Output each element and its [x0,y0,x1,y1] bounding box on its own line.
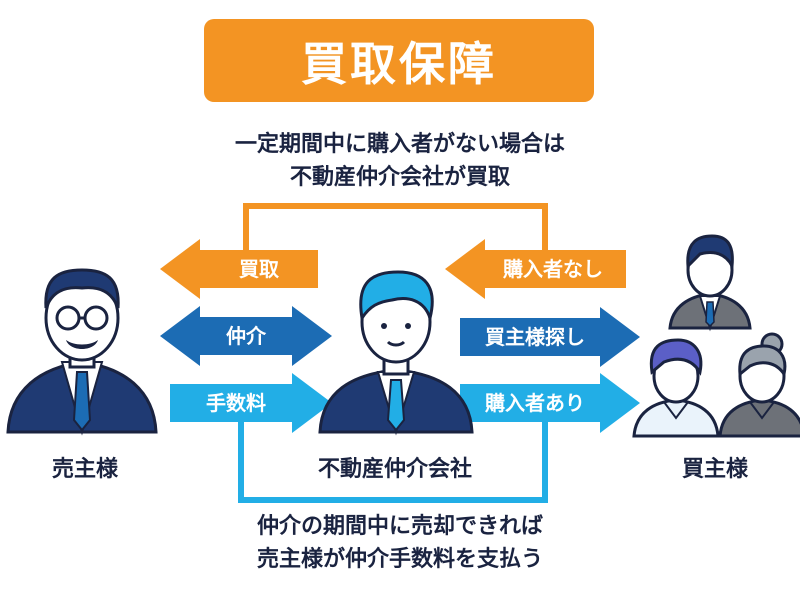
chukai-arrow [160,306,332,366]
buyer-woman-bun-icon [718,332,800,438]
sagashi-arrow-label: 買主様探し [485,325,585,349]
ari-arrow [460,373,640,433]
buyer-man-icon [668,234,752,332]
ari-arrow-label: 購入者あり [485,391,585,415]
nashi-arrow-label: 購入者なし [503,257,603,281]
note-bottom-line-1: 仲介の期間中に売却できれば [256,514,543,539]
seller-icon [6,268,158,436]
tesuryo-arrow [170,373,332,433]
agent-icon [318,270,474,436]
tesuryo-arrow-label: 手数料 [206,391,266,415]
kaitori-arrow-label: 買取 [239,257,279,281]
note-bottom-line-2: 売主様が仲介手数料を支払う [256,547,543,572]
orange-connector-line [243,203,548,252]
nashi-arrow [445,239,626,299]
agent-label: 不動産仲介会社 [317,457,472,482]
page-title: 買取保障 [301,36,497,91]
note-top: 一定期間中に購入者がない場合は 不動産仲介会社が買取 [0,128,800,194]
note-top-line-2: 不動産仲介会社が買取 [289,165,510,190]
note-bottom: 仲介の期間中に売却できれば 売主様が仲介手数料を支払う [0,510,800,576]
buyer-woman-blue-icon [632,338,720,438]
title-banner: 買取保障 [204,19,594,102]
kaitori-arrow [160,239,318,299]
buyer-label: 買主様 [681,457,748,482]
blue-connector-line [238,408,548,503]
chukai-arrow-label: 仲介 [226,324,266,348]
sagashi-arrow [460,307,640,367]
note-top-line-1: 一定期間中に購入者がない場合は [234,132,565,157]
seller-label: 売主様 [51,457,118,482]
